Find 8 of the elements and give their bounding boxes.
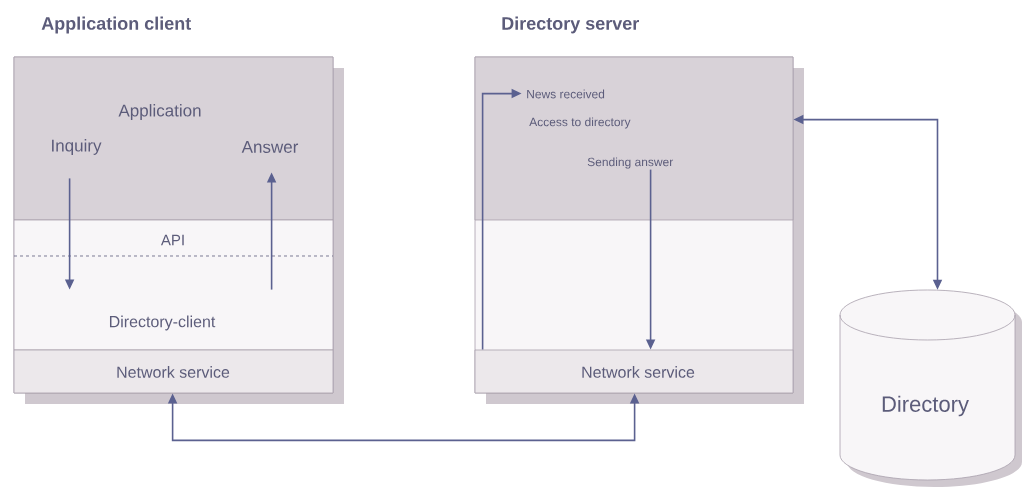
network-service-bar: Network service bbox=[13, 349, 334, 394]
client-layer: API Directory-client bbox=[13, 219, 334, 351]
node-label: Application client bbox=[41, 16, 191, 34]
node-label: Directory server bbox=[502, 16, 639, 34]
application-layer: Application Inquiry Answer bbox=[13, 56, 334, 221]
directory-layer: News received Access to directory Sending answer bbox=[474, 56, 794, 221]
network-service-bar: Network service bbox=[474, 349, 794, 394]
directory-cylinder: Directory bbox=[839, 289, 1022, 487]
